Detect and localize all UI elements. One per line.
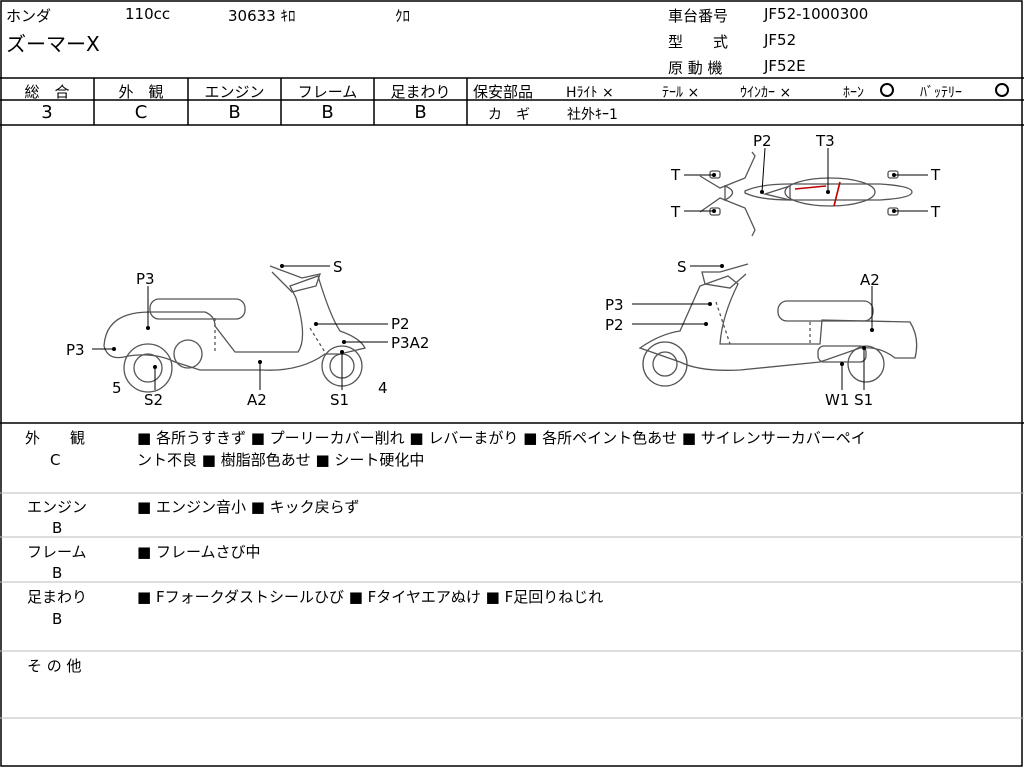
engine-label: 原 動 機 <box>668 59 723 77</box>
note-text-frame: ■ フレームさび中 <box>137 543 261 561</box>
color: ｸﾛ <box>395 7 411 25</box>
left-label-s: S <box>333 258 343 276</box>
scooter-left-view <box>103 265 366 393</box>
left-label-5: 5 <box>112 379 122 397</box>
top-label-t-tr: T <box>930 166 941 184</box>
note-category-frame: フレーム <box>27 543 87 561</box>
top-label-t-bl: T <box>670 203 681 221</box>
key-value: 社外ｷｰ1 <box>567 107 618 123</box>
scooter-right-view <box>638 263 918 387</box>
frame-no-label: 車台番号 <box>668 7 729 25</box>
key-label: カ ギ <box>488 107 530 123</box>
right-label-a2: A2 <box>860 271 880 289</box>
score-label-engine: エンジン <box>204 83 265 101</box>
right-leaders <box>632 265 873 390</box>
top-label-p2: P2 <box>753 132 772 150</box>
horn-ok-icon <box>880 83 894 97</box>
top-label-t-br: T <box>930 203 941 221</box>
score-value-exterior: C <box>134 102 148 123</box>
note-grade-exterior: C <box>50 451 61 469</box>
note-text-suspension: ■ Fフォークダストシールひび ■ Fタイヤエアぬけ ■ F足回りねじれ <box>137 588 604 606</box>
score-value-total: 3 <box>41 102 53 123</box>
battery-ok-icon <box>995 83 1009 97</box>
note-category-exterior: 外 観 <box>25 429 86 447</box>
right-label-s: S <box>677 258 687 276</box>
right-label-w1s1: W1 S1 <box>825 391 873 409</box>
safety-label: 保安部品 <box>473 83 534 101</box>
type-value: JF52 <box>764 31 797 49</box>
safety-battery: ﾊﾞｯﾃﾘｰ <box>920 85 962 101</box>
note-category-suspension: 足まわり <box>27 588 88 606</box>
damage-diagram: P2 T3 T T T T <box>66 132 941 409</box>
model-name: ズーマーX <box>6 32 100 56</box>
maker: ホンダ <box>6 7 52 25</box>
left-label-s2: S2 <box>144 391 163 409</box>
top-label-t3: T3 <box>815 132 835 150</box>
note-grade-frame: B <box>52 564 63 582</box>
scratch-marks <box>794 181 841 207</box>
note-category-engine: エンジン <box>27 498 88 516</box>
mileage: 30633 ｷﾛ <box>228 7 296 25</box>
left-label-p2: P2 <box>391 315 410 333</box>
left-label-a2: A2 <box>247 391 267 409</box>
scooter-top-view <box>699 151 913 237</box>
right-label-p2: P2 <box>605 316 624 334</box>
score-label-frame: フレーム <box>297 83 358 101</box>
score-label-total: 総 合 <box>24 83 70 101</box>
left-label-p3-top: P3 <box>136 270 155 288</box>
note-grade-suspension: B <box>52 610 63 628</box>
left-label-p3a2: P3A2 <box>391 334 429 352</box>
frame-no: JF52-1000300 <box>764 5 869 23</box>
note-grade-engine: B <box>52 519 63 537</box>
note-category-other: そ の 他 <box>27 657 82 675</box>
right-label-p3: P3 <box>605 296 624 314</box>
top-leaders <box>684 147 928 212</box>
score-value-engine: B <box>228 102 241 123</box>
safety-winker: ｳｲﾝｶｰ × <box>740 85 792 101</box>
safety-headlight: Hﾗｲﾄ × <box>566 85 614 101</box>
top-label-t-tl: T <box>670 166 681 184</box>
note-text-exterior: ■ 各所うすきず ■ プーリーカバー削れ ■ レバーまがり ■ 各所ペイント色あ… <box>137 429 866 447</box>
displacement: 110cc <box>125 5 171 23</box>
score-value-suspension: B <box>414 102 427 123</box>
left-label-p3-left: P3 <box>66 341 85 359</box>
left-label-s1: S1 <box>330 391 349 409</box>
safety-tail: ﾃｰﾙ × <box>662 85 700 101</box>
engine-value: JF52E <box>764 57 806 75</box>
safety-horn: ﾎｰﾝ <box>843 85 864 101</box>
left-label-4: 4 <box>378 379 388 397</box>
note-text-engine: ■ エンジン音小 ■ キック戻らず <box>137 498 360 516</box>
score-label-exterior: 外 観 <box>118 83 164 101</box>
note-text-exterior-cont: ント不良 ■ 樹脂部色あせ ■ シート硬化中 <box>137 451 425 469</box>
score-value-frame: B <box>321 102 334 123</box>
type-label: 型 式 <box>668 33 729 51</box>
score-label-suspension: 足まわり <box>390 83 451 101</box>
left-leaders <box>92 265 388 390</box>
